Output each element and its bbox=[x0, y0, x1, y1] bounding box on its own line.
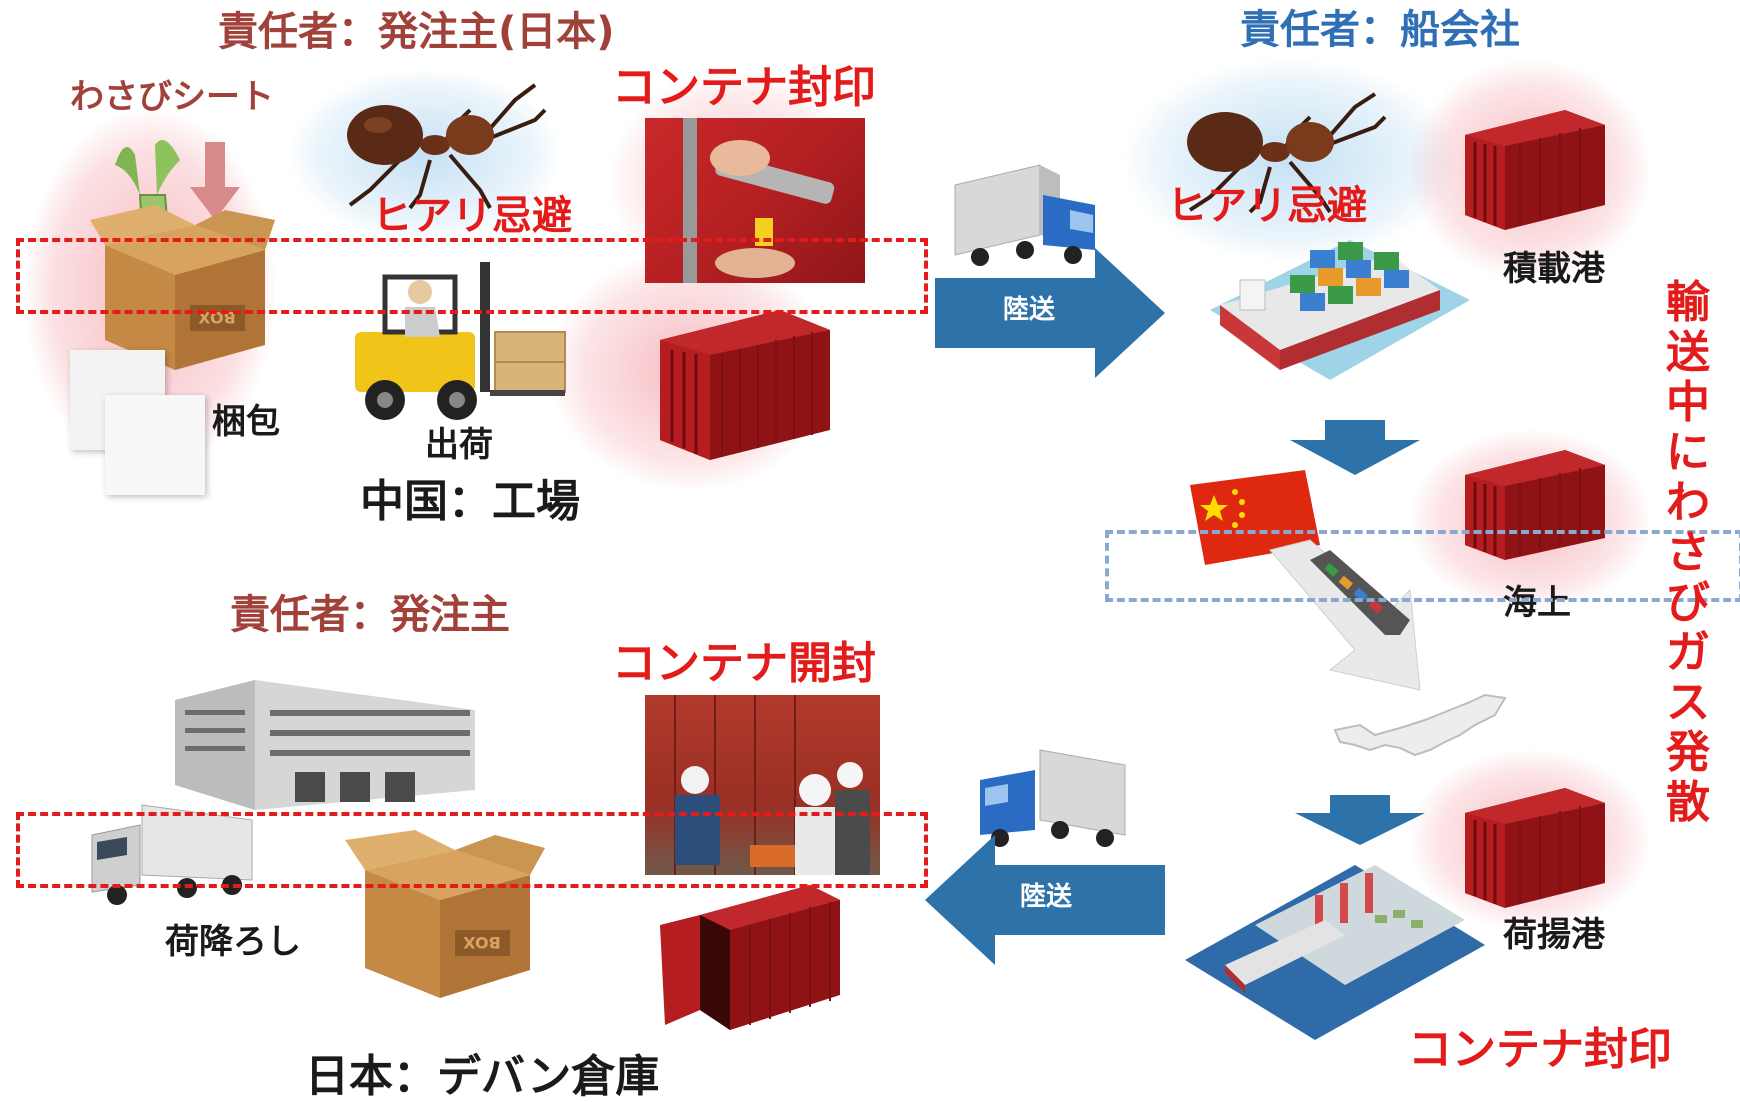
wasabi-sheet-2 bbox=[105, 395, 205, 495]
fire-ant-icon bbox=[347, 83, 547, 210]
blue-glow-ant-right bbox=[1125, 60, 1455, 260]
fire-ant-icon-right bbox=[1187, 92, 1387, 214]
sea-route-arrow bbox=[1269, 539, 1421, 691]
down-arrow-blue-1 bbox=[1290, 420, 1420, 475]
responsible-owner: 責任者：発注主 bbox=[230, 592, 510, 638]
fire-ant-avoid-right: ヒアリ忌避 bbox=[1167, 183, 1367, 229]
container-open-title: コンテナ開封 bbox=[612, 638, 876, 689]
container-open-photo bbox=[645, 695, 880, 875]
truck-icon bbox=[954, 164, 1095, 266]
workers-icon bbox=[674, 695, 870, 875]
packing-label: 梱包 bbox=[212, 402, 280, 442]
warehouse-icon bbox=[175, 680, 475, 810]
responsible-shipping-company: 責任者：船会社 bbox=[1240, 7, 1520, 53]
shipping-container-icon-right-1 bbox=[1465, 110, 1605, 230]
shipping-container-icon bbox=[660, 310, 830, 460]
down-arrow-blue-2 bbox=[1295, 795, 1425, 845]
down-arrow-pink-icon bbox=[190, 142, 240, 220]
responsible-owner-japan: 責任者：発注主(日本) bbox=[218, 9, 615, 55]
japan-devan-warehouse-label: 日本：デバン倉庫 bbox=[305, 1051, 660, 1102]
land-transport-arrow-right bbox=[935, 248, 1165, 378]
japan-map-icon bbox=[1333, 693, 1507, 757]
shipping-label: 出荷 bbox=[425, 425, 493, 465]
container-seal-title-left: コンテナ封印 bbox=[612, 62, 876, 113]
container-ship-icon bbox=[1210, 240, 1470, 380]
shipping-container-icon-right-3 bbox=[1465, 788, 1605, 908]
wasabi-zone-dashed-top bbox=[16, 238, 928, 314]
land-transport-arrow-left bbox=[925, 835, 1165, 965]
delivery-truck-icon bbox=[91, 804, 253, 905]
loading-port-label: 積載港 bbox=[1503, 249, 1605, 289]
unloading-label: 荷降ろし bbox=[165, 922, 301, 962]
china-factory-label: 中国：工場 bbox=[360, 476, 580, 527]
wasabi-zone-dashed-bottom bbox=[16, 812, 928, 888]
svg-text:BOX: BOX bbox=[463, 933, 501, 952]
container-seal-photo bbox=[645, 118, 865, 283]
unloading-port-label: 荷揚港 bbox=[1503, 915, 1605, 955]
forklift-icon bbox=[355, 262, 566, 420]
land-transport-label-bottom: 陸送 bbox=[1020, 882, 1073, 912]
fire-ant-avoid-left: ヒアリ忌避 bbox=[372, 193, 572, 239]
truck-icon-bottom bbox=[980, 749, 1126, 847]
wasabi-sheet-label: わさびシート bbox=[70, 77, 274, 117]
land-transport-label-top: 陸送 bbox=[1003, 295, 1056, 325]
wasabi-gas-vertical-note: 輸送中にわさびガス発散 bbox=[1666, 277, 1710, 828]
wasabi-zone-dashed-sea bbox=[1105, 530, 1740, 602]
at-sea-label: 海上 bbox=[1503, 583, 1571, 623]
china-flag-icon bbox=[1190, 470, 1320, 565]
open-container-icon bbox=[660, 885, 840, 1030]
port-icon bbox=[1185, 865, 1485, 1040]
container-seal-title-right: コンテナ封印 bbox=[1408, 1024, 1672, 1075]
cardboard-box-icon-bottom: BOX bbox=[345, 830, 545, 998]
